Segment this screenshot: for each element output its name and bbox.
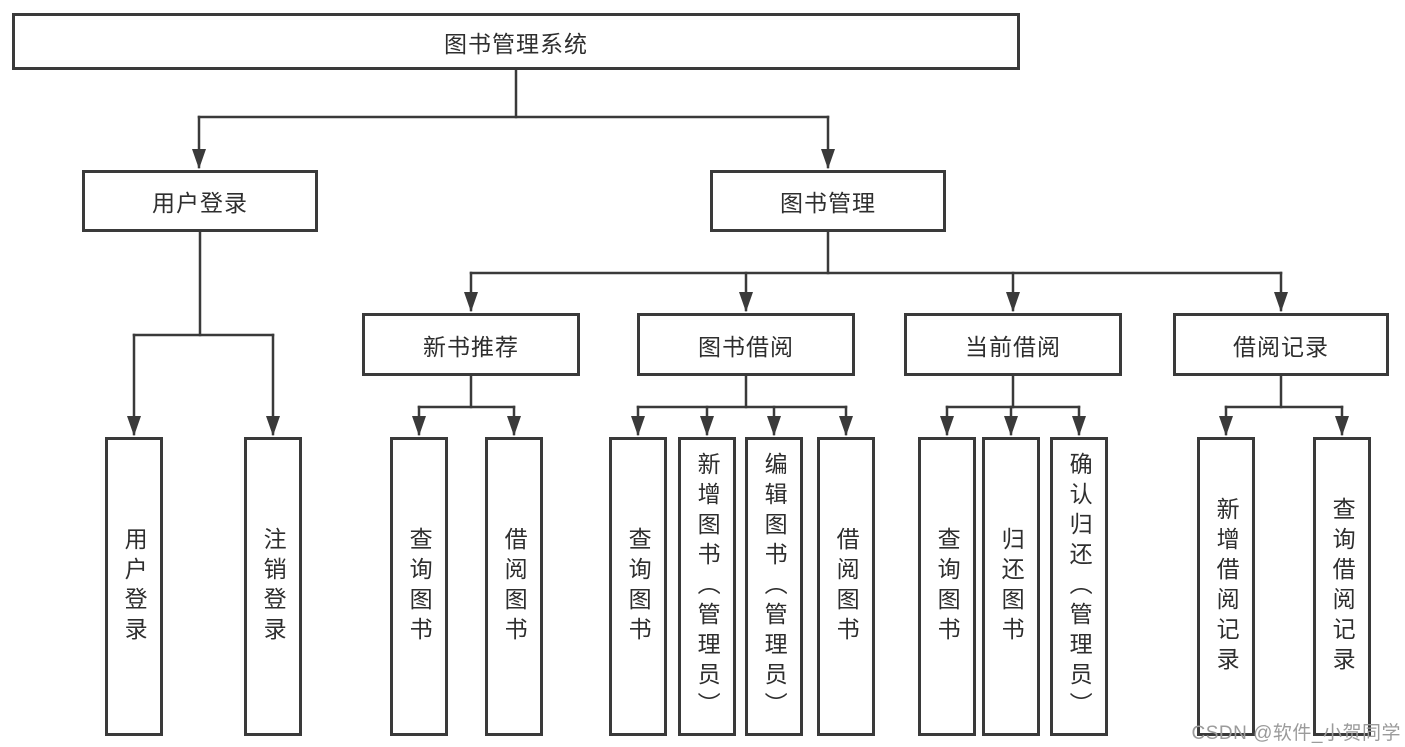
node-label: 新书推荐 [423,333,519,360]
node-label: 当前借阅 [965,333,1061,360]
connector-new-book-recommend-children [412,374,521,436]
node-user-login: 用户登录 [82,170,318,232]
node-current-borrowing: 当前借阅 [904,313,1122,376]
node-label: 查询图书 [625,526,652,647]
node-library-management-system: 图书管理系统 [12,13,1020,70]
node-label: 注销登录 [260,526,287,647]
node-leaf-edit-books-admin: 编辑图书（管理员） [745,437,803,736]
node-leaf-query-books-recommend: 查询图书 [390,437,448,736]
node-label: 用户登录 [121,526,148,647]
node-label: 借阅图书 [833,526,860,647]
node-label: 编辑图书（管理员） [761,451,788,722]
node-label: 借阅记录 [1233,333,1329,360]
connector-borrowing-records-children [1219,374,1349,436]
node-label: 查询图书 [406,526,433,647]
connector-book-management-children [464,230,1288,312]
node-leaf-query-books-current: 查询图书 [918,437,976,736]
node-leaf-add-books-admin: 新增图书（管理员） [678,437,736,736]
connector-book-borrowing-children [631,374,853,436]
node-leaf-query-books-borrowing: 查询图书 [609,437,667,736]
node-leaf-confirm-return-admin: 确认归还（管理员） [1050,437,1108,736]
node-label: 确认归还（管理员） [1066,451,1093,722]
node-leaf-add-borrow-record: 新增借阅记录 [1197,437,1255,736]
node-label: 新增图书（管理员） [694,451,721,722]
node-label: 查询借阅记录 [1329,496,1356,677]
node-label: 图书管理 [780,190,876,216]
node-leaf-return-books: 归还图书 [982,437,1040,736]
connector-user-login-children [127,230,280,436]
node-leaf-borrow-books-recommend: 借阅图书 [485,437,543,736]
connector-current-borrowing-children [940,374,1086,436]
node-leaf-borrow-books-borrowing: 借阅图书 [817,437,875,736]
watermark: CSDN @软件_小贺同学 [1191,723,1401,744]
node-label: 借阅图书 [501,526,528,647]
node-label: 归还图书 [998,526,1025,647]
node-new-book-recommend: 新书推荐 [362,313,580,376]
node-label: 查询图书 [934,526,961,647]
connector-root-to-level2 [192,68,835,169]
node-borrowing-records: 借阅记录 [1173,313,1389,376]
node-label: 用户登录 [152,190,248,216]
node-book-borrowing: 图书借阅 [637,313,855,376]
node-label: 图书管理系统 [444,30,588,57]
node-leaf-logout: 注销登录 [244,437,302,736]
node-book-management: 图书管理 [710,170,946,232]
node-leaf-query-borrow-record: 查询借阅记录 [1313,437,1371,736]
node-leaf-user-login: 用户登录 [105,437,163,736]
node-label: 图书借阅 [698,333,794,360]
node-label: 新增借阅记录 [1213,496,1240,677]
